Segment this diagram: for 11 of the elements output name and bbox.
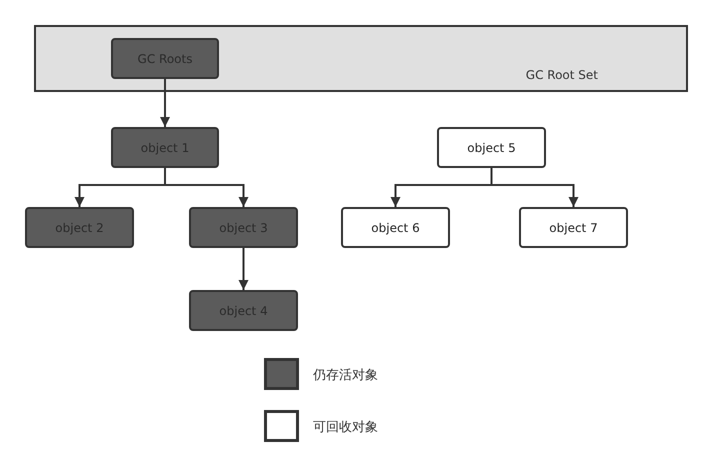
root-set-band <box>34 25 688 92</box>
object-box: object 7 <box>519 207 628 248</box>
arrow <box>164 168 248 207</box>
arrow <box>490 168 578 207</box>
object-box: object 6 <box>341 207 450 248</box>
legend-label: 可回收对象 <box>313 419 378 436</box>
legend-label: 仍存活对象 <box>313 367 378 384</box>
object-box: object 5 <box>437 127 546 168</box>
arrow <box>160 79 170 127</box>
arrow <box>238 248 248 290</box>
band-label: GC Root Set <box>526 68 598 82</box>
